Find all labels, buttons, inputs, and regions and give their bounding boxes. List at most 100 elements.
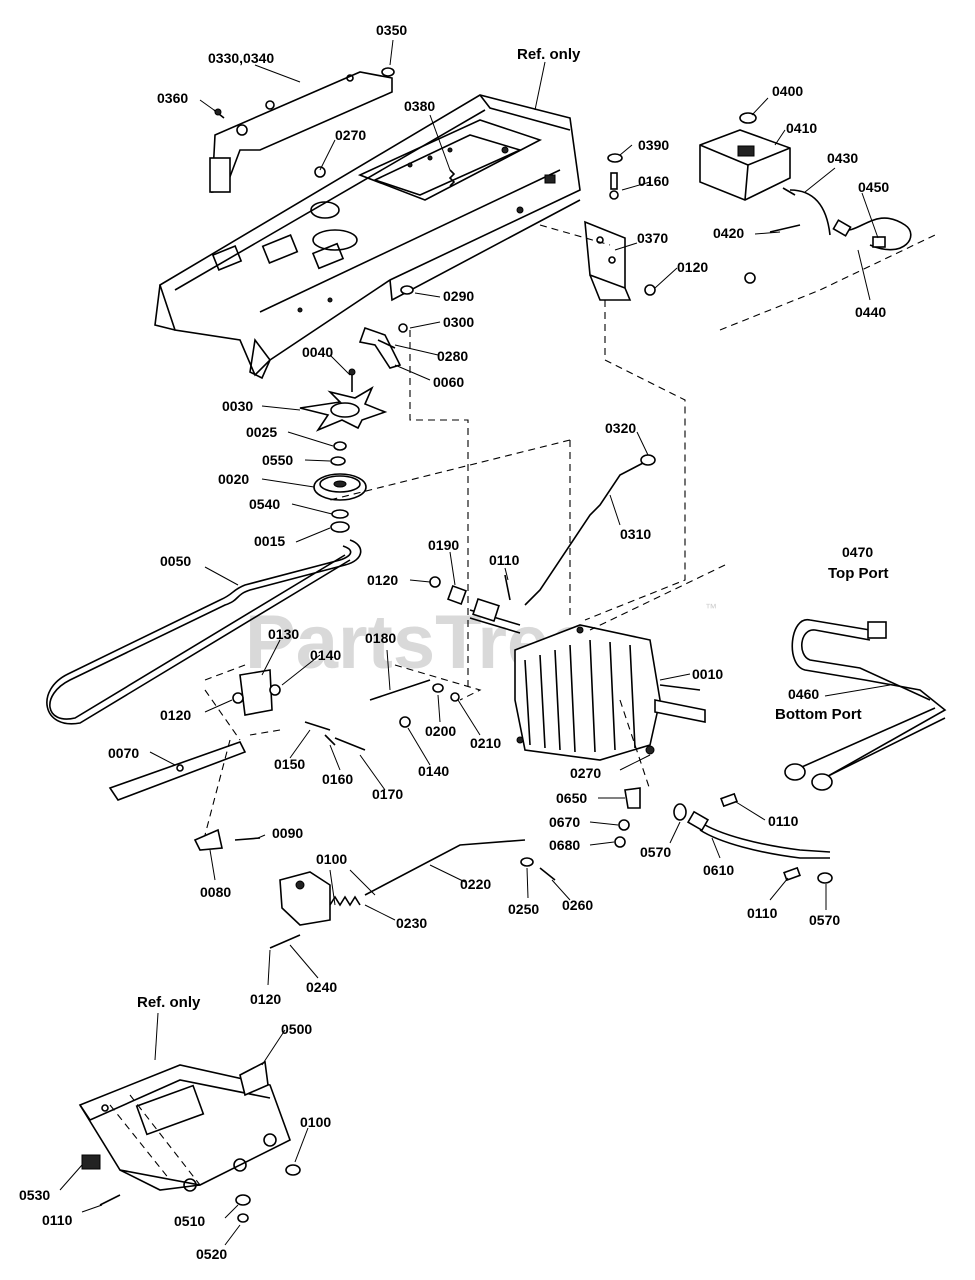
nut-0270-top[interactable] bbox=[314, 166, 326, 178]
washer-0670[interactable] bbox=[618, 819, 630, 831]
nut-0120-top[interactable] bbox=[644, 284, 656, 296]
clamp-0110-lower[interactable] bbox=[783, 866, 801, 882]
callout-0015: 0015 bbox=[254, 533, 285, 549]
bolt-0170[interactable] bbox=[334, 737, 366, 751]
bolt-0110-upper[interactable] bbox=[504, 574, 511, 601]
callout-0420: 0420 bbox=[713, 225, 744, 241]
lever-0070[interactable] bbox=[108, 741, 247, 801]
hose-0430[interactable] bbox=[782, 187, 831, 236]
bracket-0230[interactable] bbox=[279, 871, 331, 926]
cap-0290[interactable] bbox=[400, 285, 414, 295]
callout-0280: 0280 bbox=[437, 348, 468, 364]
washer-0550[interactable] bbox=[330, 456, 346, 466]
washer-0100-lower[interactable] bbox=[285, 1164, 301, 1176]
callout-0050: 0050 bbox=[160, 553, 191, 569]
callout-0410: 0410 bbox=[786, 120, 817, 136]
bracket-0130[interactable] bbox=[239, 669, 273, 716]
bolt-0040[interactable] bbox=[348, 368, 356, 392]
callout-0080: 0080 bbox=[200, 884, 231, 900]
nut-0120-mid[interactable] bbox=[429, 576, 441, 588]
cap-0400[interactable] bbox=[739, 112, 757, 124]
callout-0160-top: 0160 bbox=[638, 173, 669, 189]
callout-0160-mid: 0160 bbox=[322, 771, 353, 787]
callout-0040: 0040 bbox=[302, 344, 333, 360]
washer-0200[interactable] bbox=[432, 683, 444, 693]
bushing-0530[interactable] bbox=[81, 1154, 101, 1170]
bracket-0080[interactable] bbox=[193, 828, 223, 851]
nut-0140-upper[interactable] bbox=[269, 684, 281, 696]
callout-0530: 0530 bbox=[19, 1187, 50, 1203]
callout-0110-lower-right: 0110 bbox=[747, 905, 778, 921]
callout-0170: 0170 bbox=[372, 786, 403, 802]
belt-0050[interactable] bbox=[46, 539, 362, 725]
bolt-0520[interactable] bbox=[237, 1213, 249, 1223]
washer-0570-left[interactable] bbox=[673, 803, 687, 821]
washer-0510[interactable] bbox=[235, 1194, 251, 1206]
hose-0470[interactable] bbox=[791, 619, 947, 776]
hose-0440[interactable] bbox=[832, 217, 912, 251]
transaxle-0010[interactable] bbox=[469, 597, 706, 761]
callout-0200: 0200 bbox=[425, 723, 456, 739]
clamp-0110-right[interactable] bbox=[720, 792, 738, 808]
clamp-0450[interactable] bbox=[872, 236, 886, 248]
callout-0570-right: 0570 bbox=[809, 912, 840, 928]
bracket-0650[interactable] bbox=[624, 787, 641, 809]
callout-0430: 0430 bbox=[827, 150, 858, 166]
callout-0290: 0290 bbox=[443, 288, 474, 304]
rod-0220[interactable] bbox=[364, 839, 526, 896]
spring-0380[interactable] bbox=[448, 169, 456, 187]
bolt-0160-mid[interactable] bbox=[324, 734, 336, 746]
callout-0680: 0680 bbox=[549, 837, 580, 853]
callout-0670: 0670 bbox=[549, 814, 580, 830]
callout-0270-top: 0270 bbox=[335, 127, 366, 143]
callout-0150: 0150 bbox=[274, 756, 305, 772]
callout-0240: 0240 bbox=[306, 979, 337, 995]
bolt-0090[interactable] bbox=[234, 837, 261, 841]
reservoir-0410[interactable] bbox=[699, 129, 791, 201]
rod-0310[interactable] bbox=[524, 454, 656, 606]
spacer-0015[interactable] bbox=[330, 521, 350, 533]
fan-0030[interactable] bbox=[299, 386, 388, 432]
frame-assembly[interactable] bbox=[154, 94, 581, 380]
washer-0300[interactable] bbox=[398, 323, 408, 333]
bolt-0160-top[interactable] bbox=[609, 172, 619, 200]
bolt-0360[interactable] bbox=[213, 108, 225, 119]
reference-lines bbox=[109, 224, 936, 1186]
washer-0350[interactable] bbox=[381, 67, 395, 77]
washer-0540[interactable] bbox=[331, 509, 349, 519]
nut-0025[interactable] bbox=[333, 441, 347, 451]
spring-0100[interactable] bbox=[329, 895, 361, 907]
hose-0610[interactable] bbox=[686, 810, 831, 859]
washer-0570-right[interactable] bbox=[817, 872, 833, 884]
cap-0390[interactable] bbox=[607, 153, 623, 163]
callout-0120-lower: 0120 bbox=[250, 991, 281, 1007]
callout-0440: 0440 bbox=[855, 304, 886, 320]
nut-0210[interactable] bbox=[450, 692, 460, 702]
pin-0260[interactable] bbox=[539, 867, 556, 881]
callout-0120-left: 0120 bbox=[160, 707, 191, 723]
sleeve-0150[interactable] bbox=[304, 721, 331, 731]
callout-0100-lower: 0100 bbox=[300, 1114, 331, 1130]
hose-0460[interactable] bbox=[784, 707, 946, 791]
pulley-0020[interactable] bbox=[313, 473, 367, 501]
bolt-0280[interactable] bbox=[377, 339, 396, 349]
axle-bracket-assembly[interactable] bbox=[78, 1064, 291, 1192]
nut-0680[interactable] bbox=[614, 836, 626, 848]
bracket-0060[interactable] bbox=[358, 326, 402, 369]
nut-0140-lower[interactable] bbox=[399, 716, 411, 728]
washer-0250[interactable] bbox=[520, 857, 534, 867]
callout-0360: 0360 bbox=[157, 90, 188, 106]
callout-0450: 0450 bbox=[858, 179, 889, 195]
pin-0110-lower[interactable] bbox=[99, 1194, 121, 1206]
bracket-0330[interactable] bbox=[209, 71, 393, 193]
pin-0180[interactable] bbox=[369, 679, 431, 701]
callout-0350: 0350 bbox=[376, 22, 407, 38]
fitting-0420[interactable] bbox=[744, 224, 801, 284]
nut-0120-left[interactable] bbox=[232, 692, 244, 704]
bracket-0500[interactable] bbox=[239, 1060, 269, 1097]
callout-0540: 0540 bbox=[249, 496, 280, 512]
bolt-0240[interactable] bbox=[269, 934, 301, 949]
spacer-0190[interactable] bbox=[447, 585, 467, 605]
callout-0510: 0510 bbox=[174, 1213, 205, 1229]
plate-0370[interactable] bbox=[584, 220, 632, 301]
